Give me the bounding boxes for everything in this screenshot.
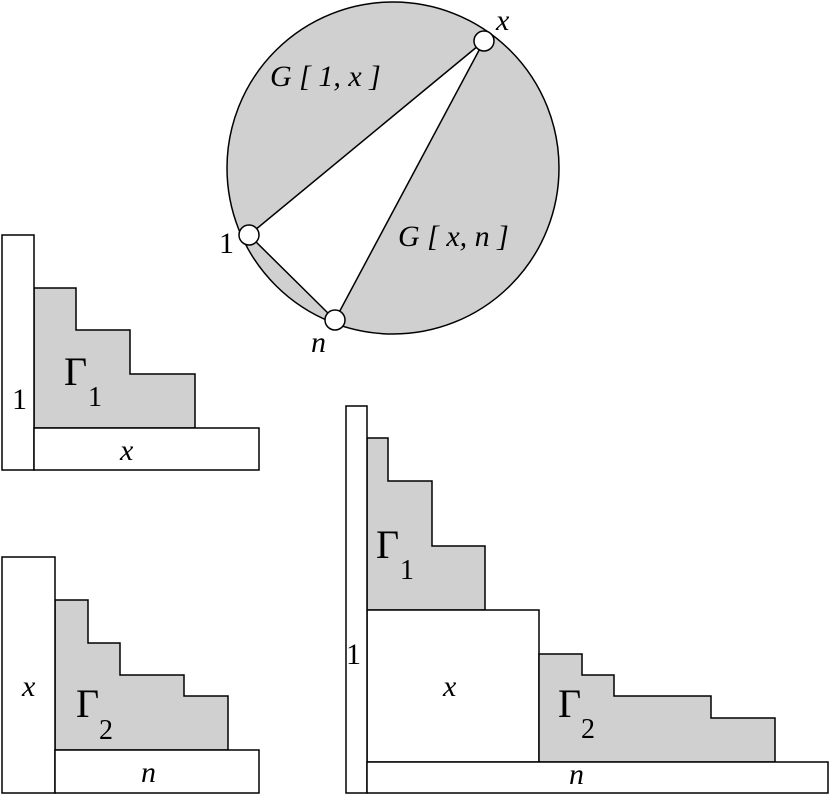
gamma1-bottom-bar bbox=[33, 427, 260, 471]
circle-figure: G [ 1, x ] G [ x, n ] 1 x n bbox=[219, 1, 560, 359]
gamma1-diagram: Γ 1 1 x bbox=[1, 234, 260, 471]
gamma2-subscript: 2 bbox=[99, 715, 113, 746]
combined-center-box bbox=[366, 609, 540, 763]
combined-center-label: x bbox=[442, 670, 457, 703]
combined-gamma2-symbol: Γ bbox=[558, 681, 581, 726]
gamma1-subscript: 1 bbox=[88, 382, 102, 413]
edge-1-n bbox=[248, 234, 336, 321]
combined-gamma1-symbol: Γ bbox=[376, 522, 399, 567]
combined-gamma1-subscript: 1 bbox=[400, 555, 414, 586]
vertex-n-label: n bbox=[311, 326, 326, 359]
gamma2-diagram: Γ 2 x n bbox=[1, 556, 260, 794]
edge-x-n bbox=[334, 40, 485, 321]
gamma2-staircase bbox=[54, 599, 229, 751]
gamma1-left-label: 1 bbox=[12, 383, 27, 416]
unshaded-triangle bbox=[249, 41, 484, 320]
region-right-label: G [ x, n ] bbox=[398, 220, 509, 253]
gamma1-left-bar bbox=[1, 234, 35, 471]
gamma2-left-bar bbox=[1, 556, 56, 794]
gamma2-left-label: x bbox=[21, 670, 36, 703]
combined-bottom-label: n bbox=[569, 758, 584, 791]
combined-left-label: 1 bbox=[346, 638, 361, 671]
gamma2-bottom-bar bbox=[54, 749, 260, 794]
vertex-n-node bbox=[324, 309, 346, 331]
gamma1-symbol: Γ bbox=[64, 349, 87, 394]
combined-left-bar bbox=[345, 405, 368, 794]
vertex-1-node bbox=[238, 224, 260, 246]
vertex-x-node bbox=[473, 30, 495, 52]
vertex-x-label: x bbox=[495, 4, 510, 37]
gamma2-bottom-label: n bbox=[141, 756, 156, 789]
gamma1-staircase bbox=[33, 287, 196, 429]
region-left-label: G [ 1, x ] bbox=[270, 60, 381, 93]
combined-diagram: Γ 1 x Γ 2 1 n bbox=[345, 405, 829, 794]
combined-gamma2-subscript: 2 bbox=[581, 714, 595, 745]
combined-bottom-bar bbox=[366, 761, 829, 794]
edge-1-x bbox=[248, 40, 485, 236]
vertex-1-label: 1 bbox=[219, 227, 234, 260]
gamma1-bottom-label: x bbox=[119, 434, 134, 467]
gamma2-symbol: Γ bbox=[76, 681, 99, 726]
